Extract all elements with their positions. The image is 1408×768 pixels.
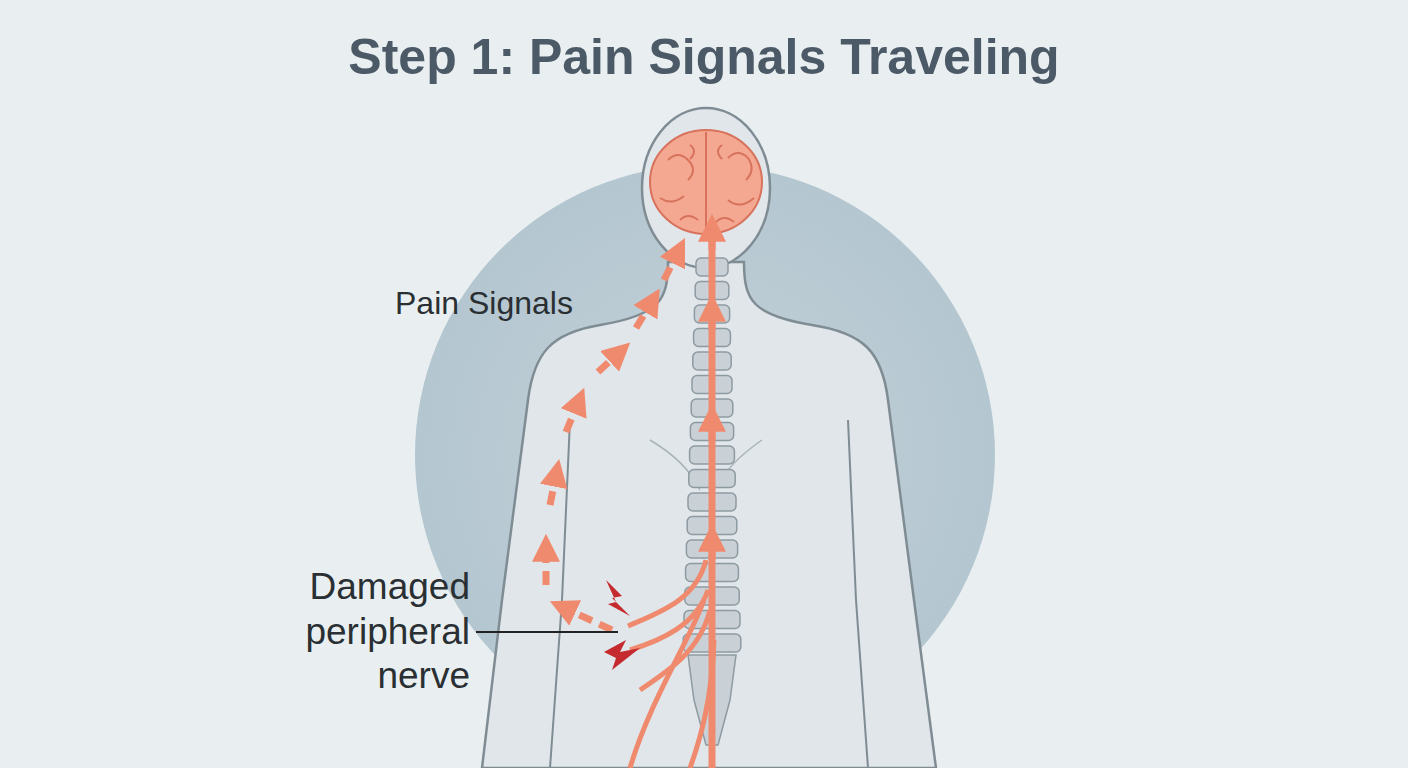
spinal-arrow xyxy=(712,225,713,560)
peripheral-nerve xyxy=(628,560,714,768)
signal-label: Pain Signals xyxy=(395,284,655,322)
brain-fold xyxy=(660,132,754,232)
lightning-bolt xyxy=(604,580,640,670)
brain xyxy=(650,130,762,234)
scapula-line xyxy=(650,440,762,490)
nerve-label: Damaged peripheral nerve xyxy=(250,565,470,698)
leader-line xyxy=(476,631,618,633)
head xyxy=(642,108,770,268)
title: Step 1: Pain Signals Traveling xyxy=(0,28,1408,86)
